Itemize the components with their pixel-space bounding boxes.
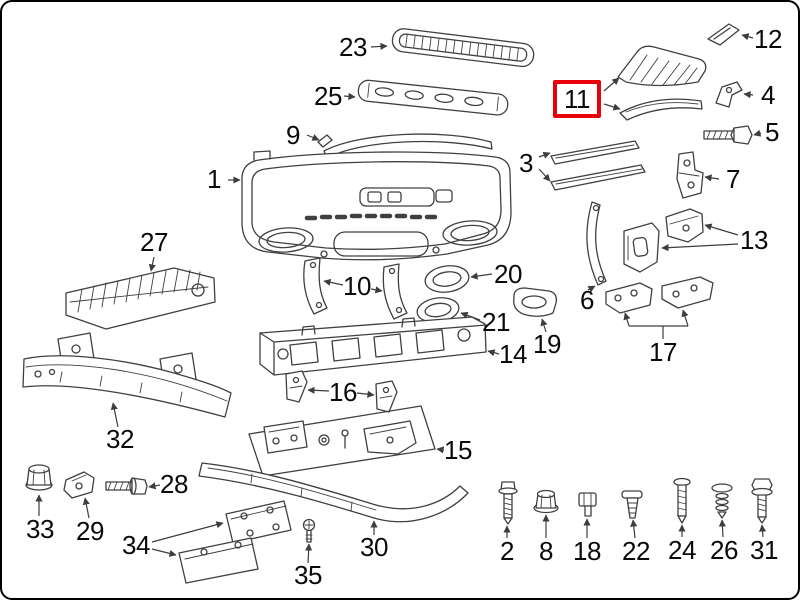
part-nut-33 (25, 464, 53, 491)
callout-15[interactable]: 15 (444, 435, 472, 465)
callout-23[interactable]: 23 (339, 32, 367, 62)
part-nut-8 (533, 489, 559, 514)
callout-7[interactable]: 7 (726, 164, 740, 194)
part-license-bracket-upper (225, 500, 292, 544)
callout-26[interactable]: 26 (710, 535, 738, 565)
callout-28[interactable]: 28 (160, 469, 188, 499)
part-grille-moldings-3 (550, 140, 646, 191)
callout-25[interactable]: 25 (314, 81, 342, 111)
part-bolt-5 (703, 125, 753, 145)
callout-33[interactable]: 33 (26, 514, 54, 544)
part-bracket-17a (605, 282, 653, 314)
callout-30[interactable]: 30 (360, 532, 388, 562)
part-hardware-panel (248, 405, 436, 477)
callout-34[interactable]: 34 (122, 530, 150, 560)
callout-1[interactable]: 1 (207, 164, 221, 194)
callout-20[interactable]: 20 (494, 259, 522, 289)
callout-27[interactable]: 27 (140, 227, 168, 257)
part-front-bumper-fascia (241, 150, 512, 261)
part-screw-24 (673, 477, 691, 524)
part-bracket-4 (715, 81, 743, 108)
part-support-strap-left (303, 257, 328, 315)
part-bracket-16a (285, 370, 308, 403)
callout-35[interactable]: 35 (294, 560, 322, 590)
part-lower-grille-strip (357, 79, 509, 116)
part-clip-18 (578, 492, 597, 517)
part-bracket-7 (676, 151, 704, 199)
part-bolt-31 (751, 478, 773, 524)
part-headlamp-molding (619, 98, 703, 121)
callout-10[interactable]: 10 (343, 271, 371, 301)
callout-9[interactable]: 9 (286, 120, 300, 150)
callout-6[interactable]: 6 (580, 285, 594, 315)
part-lower-valance (198, 462, 469, 523)
callout-16[interactable]: 16 (329, 377, 357, 407)
callout-32[interactable]: 32 (106, 424, 134, 454)
callout-24[interactable]: 24 (668, 535, 696, 565)
part-headlamp-filler (707, 23, 740, 46)
callout-4[interactable]: 4 (761, 80, 775, 110)
callout-3[interactable]: 3 (519, 148, 533, 178)
part-side-bracket-6 (586, 201, 607, 286)
part-bracket-13a (665, 208, 704, 243)
callout-14[interactable]: 14 (499, 339, 527, 369)
callout-17[interactable]: 17 (649, 337, 677, 367)
callout-12[interactable]: 12 (754, 24, 782, 54)
part-clip-29 (63, 471, 95, 499)
callout-19[interactable]: 19 (533, 329, 561, 359)
part-upper-grille-strip (391, 28, 535, 68)
callout-21[interactable]: 21 (482, 307, 510, 337)
part-screw-35 (302, 518, 316, 543)
callout-13[interactable]: 13 (740, 225, 768, 255)
callout-31[interactable]: 31 (750, 535, 778, 565)
part-headlamp-bezel (617, 45, 707, 87)
callout-2[interactable]: 2 (500, 536, 514, 566)
callout-8[interactable]: 8 (539, 536, 553, 566)
part-bumper-top-molding (317, 133, 493, 159)
part-bracket-19 (513, 287, 557, 317)
part-support-strap-right (382, 263, 408, 320)
part-bolt-28 (105, 477, 148, 495)
part-bracket-17b (661, 276, 714, 309)
callout-22[interactable]: 22 (622, 536, 650, 566)
callout-5[interactable]: 5 (765, 117, 779, 147)
part-bumper-reinforcement (22, 332, 232, 418)
leader-lines (35, 33, 767, 564)
callout-11[interactable]: 11 (553, 80, 601, 118)
part-license-bracket-lower (178, 537, 259, 584)
callout-18[interactable]: 18 (573, 536, 601, 566)
part-impact-absorber (65, 267, 216, 330)
part-bumper-crossmember (259, 316, 487, 376)
part-bracket-16b (375, 380, 398, 413)
part-foglamp-bezel-20 (424, 265, 470, 293)
part-push-pin-26 (711, 483, 733, 519)
part-bracket-13b (623, 222, 660, 273)
part-bolt-2 (498, 481, 518, 525)
callout-29[interactable]: 29 (76, 516, 104, 546)
part-retainer-22 (621, 490, 643, 519)
